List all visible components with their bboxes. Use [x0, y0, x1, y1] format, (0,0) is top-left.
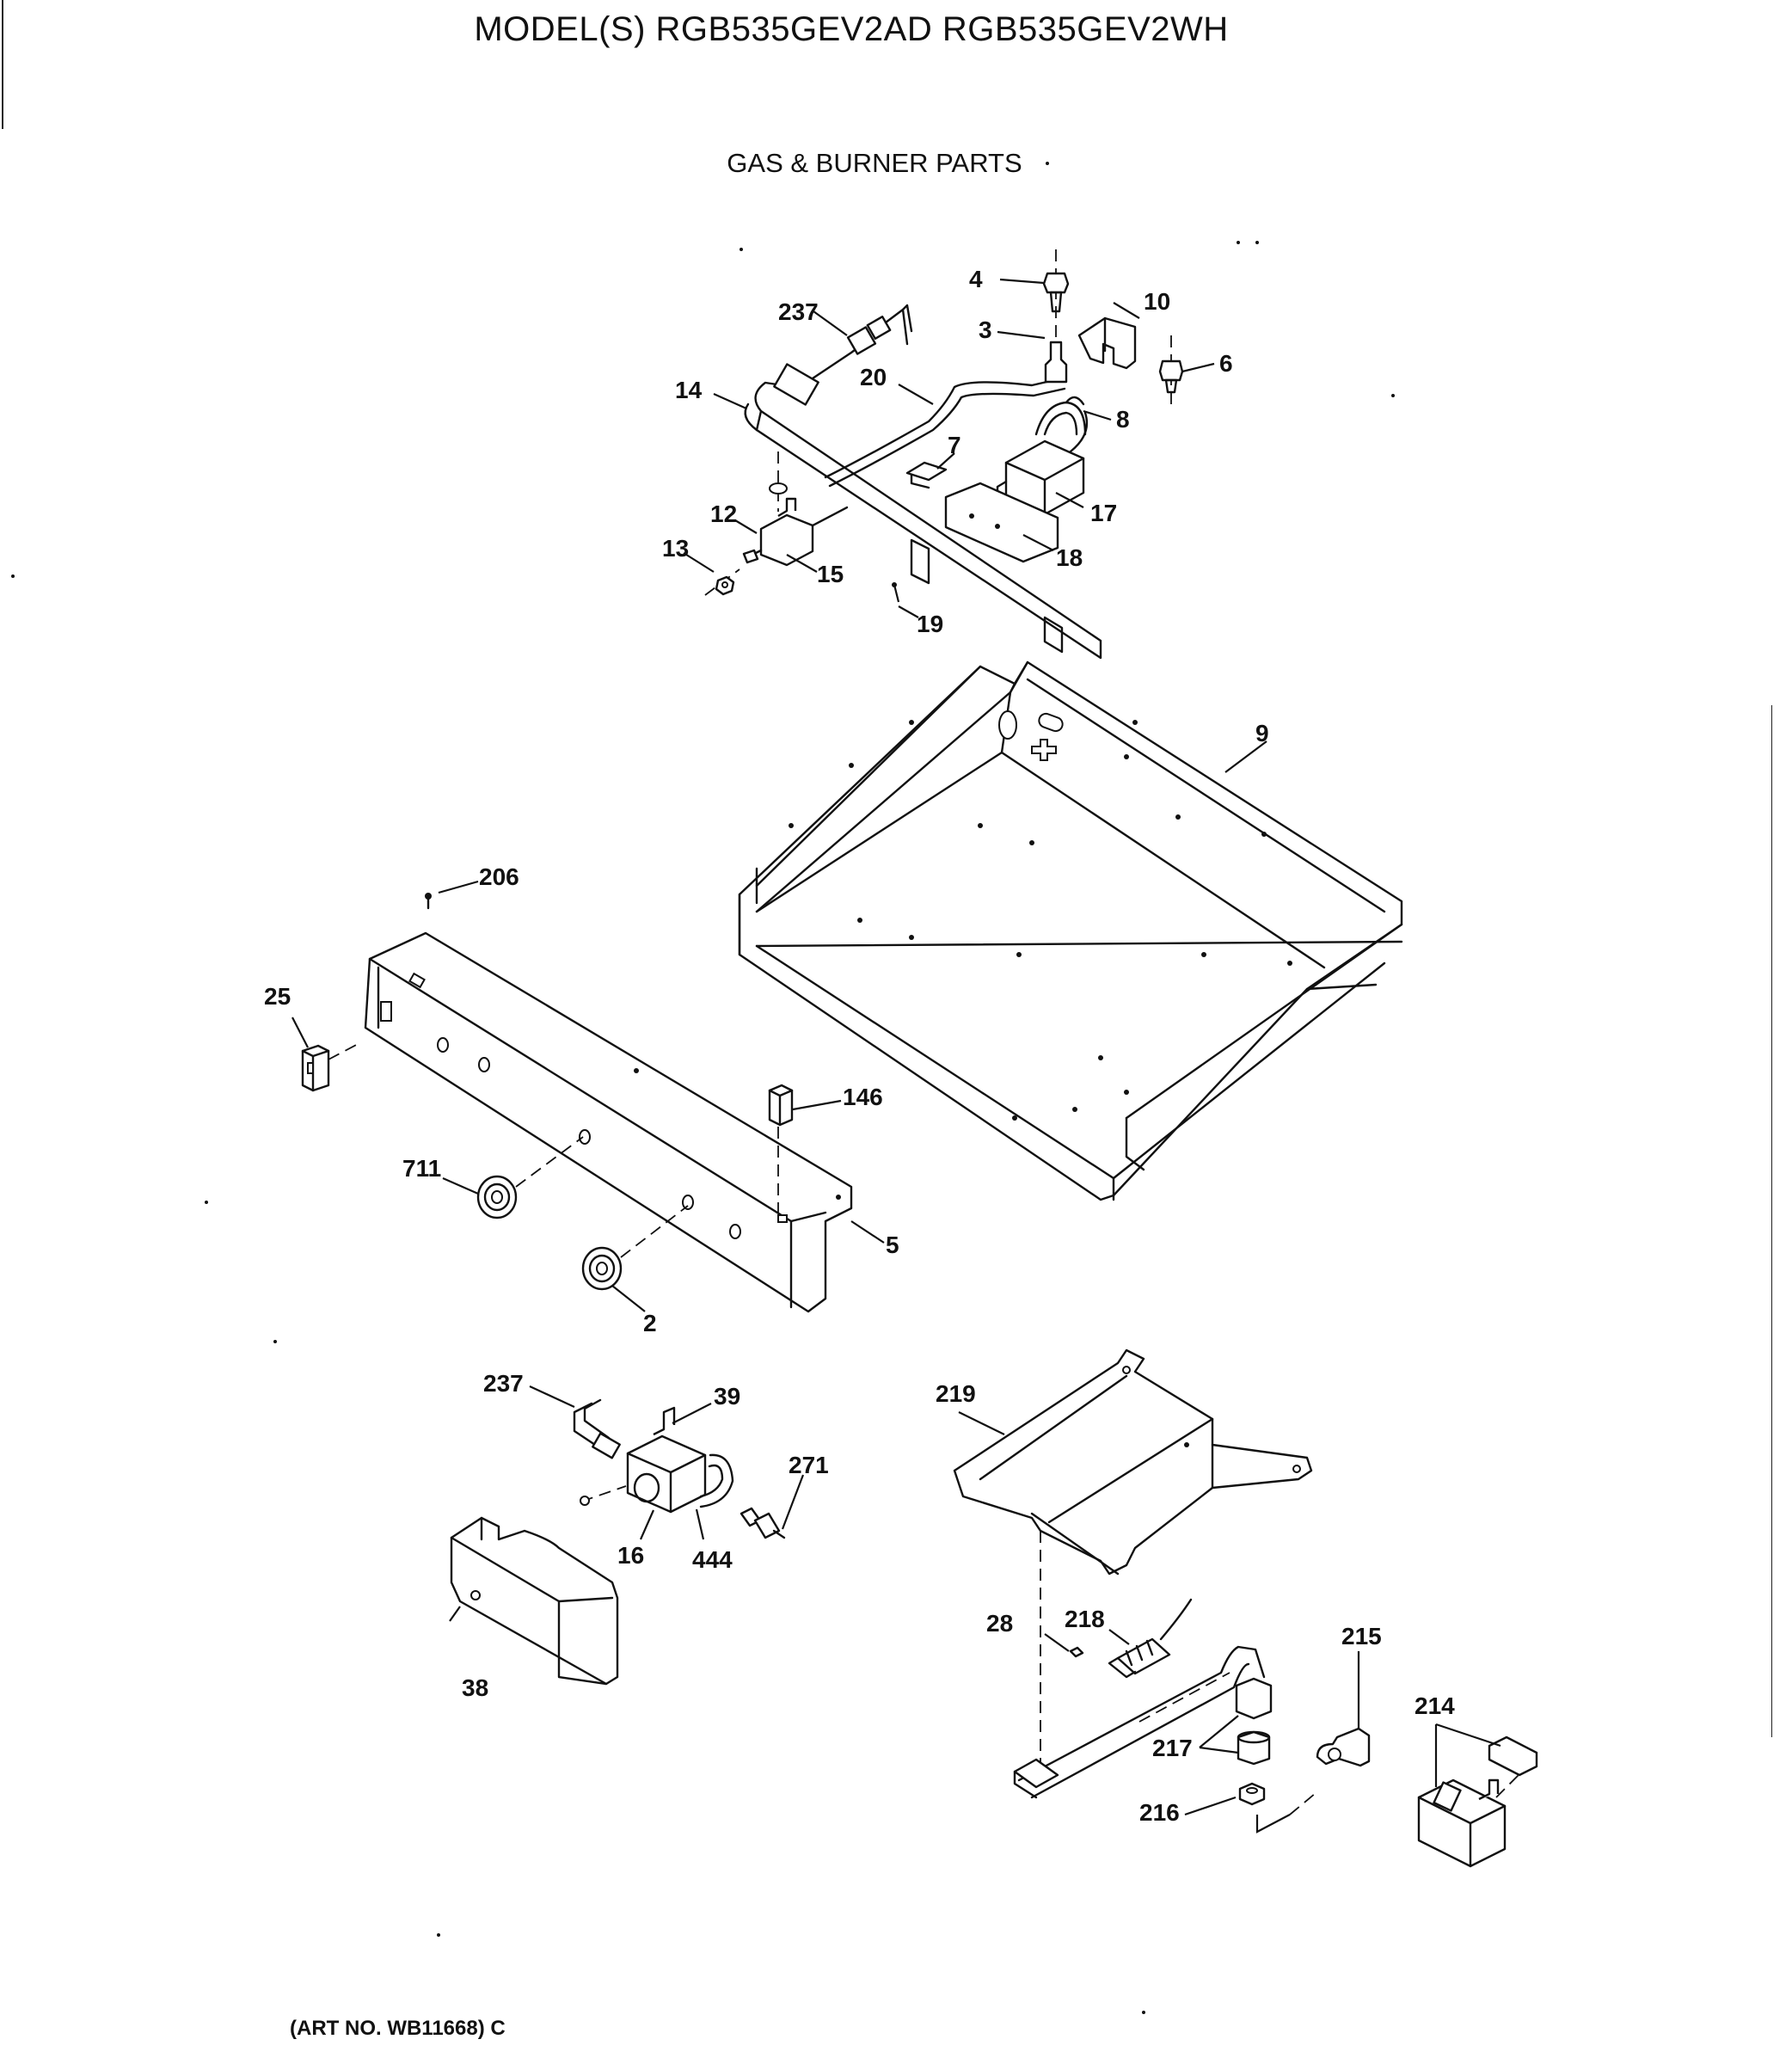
part-label-216: 216 — [1139, 1799, 1180, 1826]
screw-28 — [1069, 1646, 1084, 1658]
part-label-13: 13 — [662, 535, 689, 562]
plate-18 — [944, 482, 1059, 563]
part-label-8: 8 — [1116, 406, 1130, 433]
page-edge-right — [1771, 705, 1772, 1737]
grommet-711 — [476, 1136, 584, 1219]
part-label-16: 16 — [617, 1542, 644, 1569]
part-label-14: 14 — [675, 377, 703, 403]
nut-216 — [1238, 1782, 1316, 1834]
valve-17 — [996, 411, 1089, 516]
part-label-38: 38 — [462, 1674, 488, 1701]
section-title: GAS & BURNER PARTS — [727, 148, 1022, 178]
bracket-10 — [1077, 316, 1137, 370]
pilot-tube — [824, 377, 1066, 488]
part-label-15: 15 — [817, 561, 844, 587]
part-label-17: 17 — [1090, 500, 1117, 526]
clip-7 — [905, 461, 948, 489]
clip-146 — [768, 1084, 794, 1213]
part-label-146: 146 — [843, 1084, 883, 1110]
leader-lines — [292, 278, 1501, 1816]
part-label-218: 218 — [1065, 1606, 1105, 1632]
box-screw-holes — [789, 720, 1292, 1121]
screw-206 — [425, 893, 432, 910]
fitting-217 — [1235, 1677, 1273, 1766]
part-label-39: 39 — [714, 1383, 740, 1410]
part-label-214: 214 — [1415, 1692, 1455, 1719]
nut-13 — [704, 568, 740, 596]
part-label-7: 7 — [948, 432, 961, 458]
part-label-219: 219 — [936, 1380, 976, 1407]
part-label-4: 4 — [969, 266, 983, 292]
part-label-28: 28 — [986, 1610, 1013, 1637]
part-label-6: 6 — [1219, 350, 1233, 377]
manifold-panel-5 — [364, 931, 853, 1313]
pipe-237-lower — [573, 1398, 621, 1459]
part-label-3: 3 — [979, 316, 992, 343]
manifold-pipe — [744, 363, 1102, 660]
baffle-219 — [953, 1348, 1313, 1763]
art-number: (ART NO. WB11668) C — [290, 2017, 506, 2040]
valve-15 — [742, 452, 849, 567]
burner-box-9 — [738, 660, 1403, 1201]
part-number-labels: 4 10 237 3 6 20 14 8 7 17 12 18 13 15 19… — [264, 266, 1455, 1826]
part-label-18: 18 — [1056, 544, 1083, 571]
part-label-2: 2 — [643, 1310, 657, 1336]
orifice-fitting — [811, 304, 913, 380]
screw-19 — [892, 582, 900, 603]
part-label-25: 25 — [264, 983, 291, 1010]
part-label-215: 215 — [1341, 1623, 1382, 1649]
part-label-206: 206 — [479, 863, 519, 890]
bracket-215 — [1316, 1727, 1371, 1767]
part-label-444: 444 — [692, 1546, 733, 1573]
clamp-8 — [1034, 396, 1087, 436]
part-label-9: 9 — [1255, 720, 1269, 746]
part-label-20: 20 — [860, 364, 887, 390]
part-label-10: 10 — [1144, 288, 1170, 315]
ignitor-218 — [1108, 1598, 1193, 1679]
fitting-271 — [740, 1507, 786, 1539]
grommet-2 — [581, 1205, 689, 1291]
part-label-711: 711 — [402, 1155, 441, 1182]
burner-tube — [1013, 1645, 1266, 1799]
elbow-444 — [699, 1453, 734, 1508]
part-label-5: 5 — [886, 1232, 899, 1258]
burner-stack — [1042, 249, 1070, 384]
scan-specks — [11, 162, 1395, 2014]
part-label-19: 19 — [917, 611, 943, 637]
ignitor-6 — [1158, 335, 1184, 404]
part-label-237-lower: 237 — [483, 1370, 524, 1397]
switch-25 — [301, 1041, 362, 1092]
model-title: MODEL(S) RGB535GEV2AD RGB535GEV2WH — [474, 10, 1229, 48]
part-label-12: 12 — [710, 501, 737, 527]
part-label-217: 217 — [1152, 1735, 1193, 1761]
regulator-16 — [580, 1406, 707, 1514]
part-label-237: 237 — [778, 298, 819, 325]
valve-214 — [1417, 1735, 1538, 1868]
shield-38 — [449, 1516, 619, 1686]
page-edge-left — [2, 0, 3, 129]
part-label-271: 271 — [789, 1452, 829, 1478]
